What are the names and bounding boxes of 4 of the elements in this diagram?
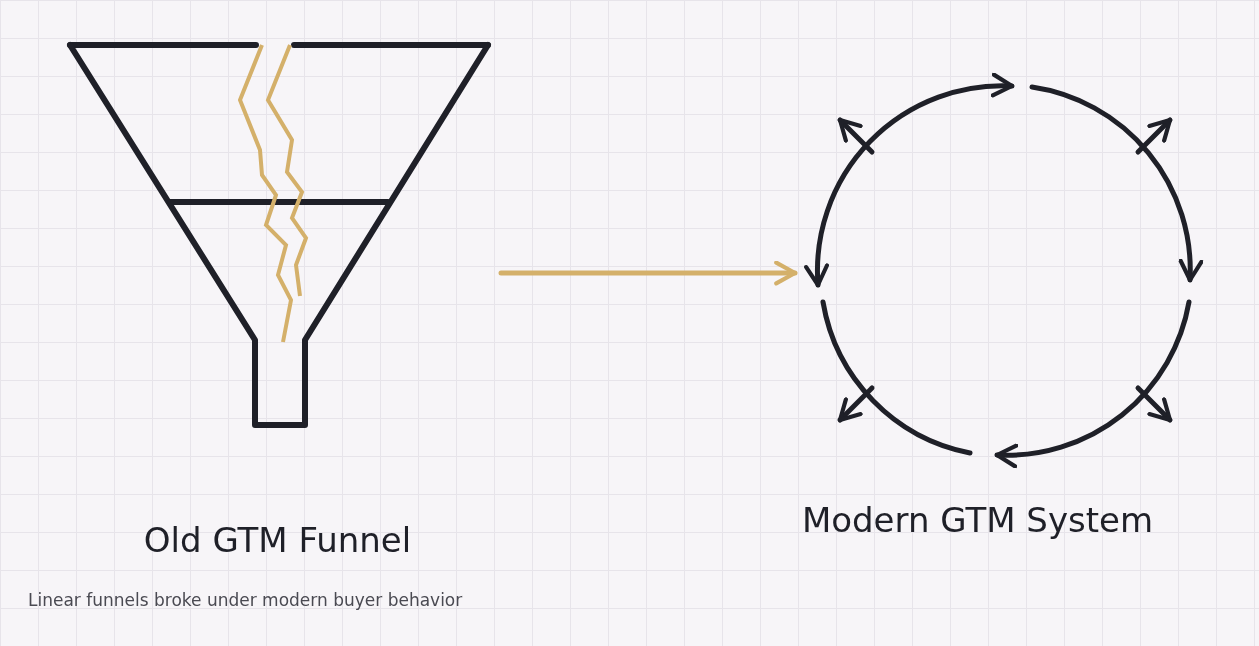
node-label: Modern GTM System (801, 500, 1154, 540)
arrow (498, 260, 798, 286)
node-label: Old GTM Funnel (143, 520, 412, 560)
caption: Linear funnels broke under modern buyer behavior (28, 590, 463, 610)
